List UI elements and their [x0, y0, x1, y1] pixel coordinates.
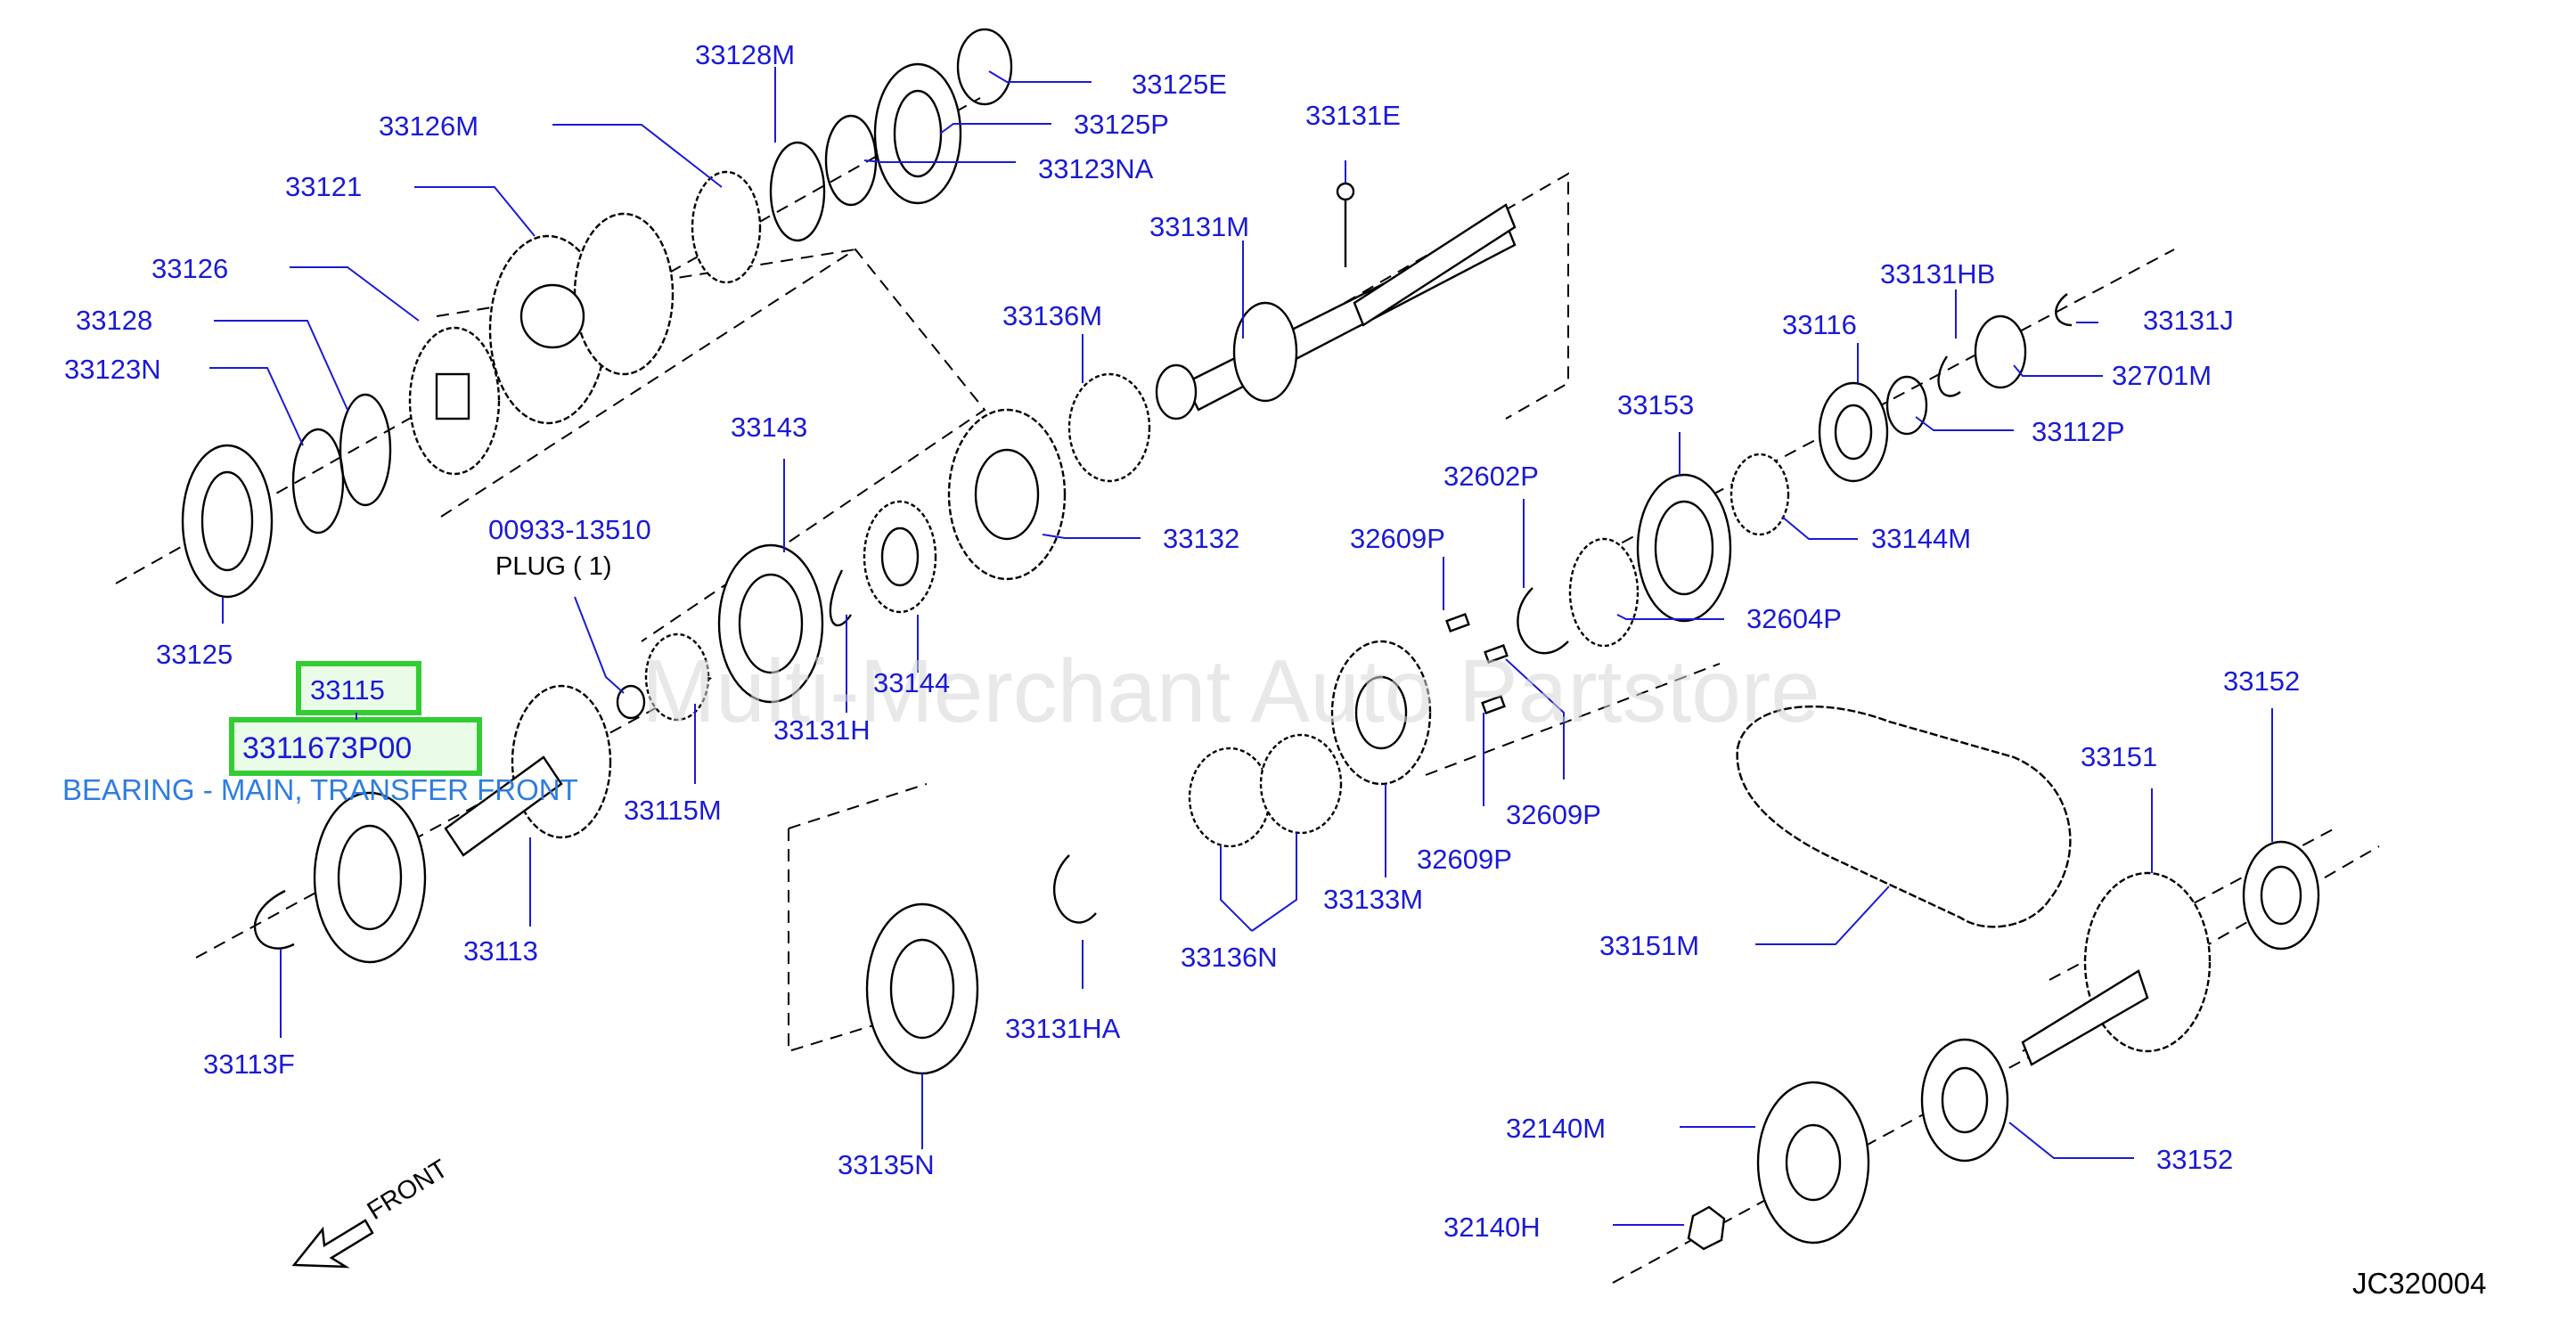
highlight-part-number[interactable]: 3311673P00 — [242, 731, 412, 765]
label-33121[interactable]: 33121 — [285, 171, 362, 202]
hub-33153 — [1636, 473, 1732, 623]
label-32140M[interactable]: 32140M — [1506, 1113, 1606, 1144]
parts — [181, 28, 2320, 1251]
bearing-33115 — [313, 791, 427, 964]
label-33153[interactable]: 33153 — [1617, 389, 1694, 420]
label-33123N[interactable]: 33123N — [64, 354, 161, 385]
label-33131HA[interactable]: 33131HA — [1005, 1013, 1121, 1044]
label-32701M[interactable]: 32701M — [2112, 360, 2212, 391]
highlight-description: BEARING - MAIN, TRANSFER FRONT — [62, 773, 578, 806]
label-33151[interactable]: 33151 — [2081, 741, 2157, 772]
sprocket-33151 — [2083, 871, 2212, 1053]
label-32140H[interactable]: 32140H — [1443, 1212, 1541, 1243]
spring-32701M — [1974, 314, 2027, 389]
label-32609P-a[interactable]: 32609P — [1350, 523, 1445, 554]
watermark: Multi-Merchant Auto Partstore — [642, 641, 1820, 741]
label-32602P[interactable]: 32602P — [1443, 461, 1539, 492]
label-33133M[interactable]: 33133M — [1323, 884, 1423, 915]
label-33143[interactable]: 33143 — [731, 412, 807, 443]
part-labels: 33128M 33125E 33125P 33123NA 33126M 3312… — [64, 39, 2300, 1243]
label-33136M[interactable]: 33136M — [1002, 300, 1102, 331]
hub-33144 — [863, 500, 937, 614]
sleeve-33143 — [717, 543, 824, 704]
gear-33144M — [1730, 453, 1790, 536]
front-arrow: FRONT — [291, 1155, 454, 1269]
label-33144M[interactable]: 33144M — [1871, 523, 1971, 554]
highlighted-part[interactable]: 33115 3311673P00 BEARING - MAIN, TRANSFE… — [62, 661, 578, 806]
bearing-33125 — [181, 444, 274, 599]
plug-label: PLUG ( 1) — [495, 552, 612, 581]
gear-33113 — [511, 684, 612, 839]
needle-bearing-33136N-a — [1188, 747, 1272, 848]
bearing-33152-a — [2242, 840, 2320, 951]
label-33131J[interactable]: 33131J — [2143, 305, 2234, 336]
label-33144[interactable]: 33144 — [873, 667, 950, 698]
bearing-33152-b — [1920, 1038, 2009, 1163]
label-33113F[interactable]: 33113F — [203, 1049, 295, 1080]
label-33131H[interactable]: 33131H — [773, 714, 871, 746]
highlight-ref-box[interactable] — [296, 661, 421, 715]
sprocket-33126 — [408, 326, 501, 476]
label-32609P-c[interactable]: 32609P — [1417, 844, 1512, 875]
label-33123NA[interactable]: 33123NA — [1038, 153, 1154, 184]
label-33125[interactable]: 33125 — [156, 639, 233, 670]
gear-33132 — [947, 408, 1067, 581]
label-32609P-b[interactable]: 32609P — [1506, 799, 1601, 830]
label-33135N[interactable]: 33135N — [838, 1149, 935, 1180]
ring-32604P — [1568, 537, 1640, 648]
label-33152-a[interactable]: 33152 — [2223, 665, 2300, 697]
label-00933-13510[interactable]: 00933-13510 — [488, 514, 651, 545]
label-33152-b[interactable]: 33152 — [2156, 1144, 2233, 1175]
label-33128M[interactable]: 33128M — [695, 39, 795, 70]
needle-bearing-33136N-b — [1259, 733, 1343, 835]
label-33128[interactable]: 33128 — [76, 305, 152, 336]
front-label: FRONT — [363, 1155, 454, 1226]
flange-32140M — [1756, 1081, 1870, 1244]
diagram-code: JC320004 — [2352, 1267, 2486, 1300]
sprocket-33126M — [691, 170, 762, 284]
label-33131E[interactable]: 33131E — [1305, 100, 1401, 131]
label-33116[interactable]: 33116 — [1782, 309, 1857, 340]
label-33125P[interactable]: 33125P — [1074, 109, 1169, 140]
bearing-33116 — [1818, 381, 1889, 483]
label-33126M[interactable]: 33126M — [379, 110, 478, 142]
chain-33151M — [1736, 706, 2072, 928]
label-32604P[interactable]: 32604P — [1746, 603, 1842, 634]
label-33113[interactable]: 33113 — [463, 935, 538, 967]
needle-bearing-33115M — [644, 632, 710, 722]
label-33131M[interactable]: 33131M — [1149, 211, 1249, 242]
label-33131HB[interactable]: 33131HB — [1880, 258, 1995, 290]
label-33112P[interactable]: 33112P — [2032, 416, 2125, 447]
label-33126[interactable]: 33126 — [151, 253, 228, 284]
label-33115M[interactable]: 33115M — [624, 795, 722, 826]
leader-lines — [209, 67, 2273, 1226]
label-33136N[interactable]: 33136N — [1181, 942, 1278, 973]
sprocket-33133M — [1330, 640, 1432, 786]
nut-32140H — [1687, 1205, 1726, 1251]
label-33151M[interactable]: 33151M — [1599, 930, 1699, 961]
needle-bearing-33136M — [1067, 372, 1151, 483]
plug-00933-13510 — [616, 684, 646, 720]
highlight-part-number-box[interactable] — [229, 717, 482, 776]
highlight-ref[interactable]: 33115 — [310, 674, 385, 706]
label-33132[interactable]: 33132 — [1163, 523, 1239, 554]
label-33125E[interactable]: 33125E — [1132, 69, 1227, 100]
bearing-33125P — [873, 62, 962, 205]
seal-33135N — [865, 902, 979, 1075]
front-arrow-icon — [291, 1219, 374, 1269]
